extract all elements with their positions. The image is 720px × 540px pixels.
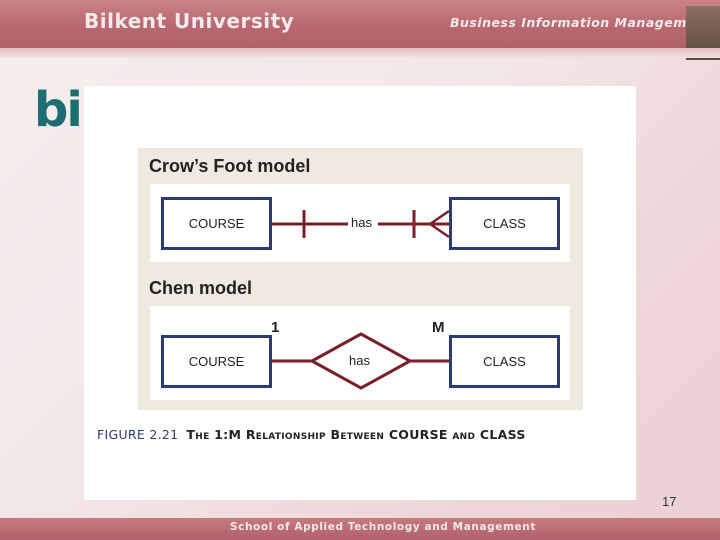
department-title: Business Information Management — [450, 15, 712, 30]
figure-number: FIGURE 2.21 — [97, 427, 179, 442]
chen-title: Chen model — [149, 278, 253, 298]
crows-foot-title: Crow’s Foot model — [149, 156, 311, 176]
university-title: Bilkent University — [84, 9, 295, 33]
chen-class-entity: CLASS — [449, 335, 560, 388]
figure-caption: FIGURE 2.21 The 1:M Relationship Between … — [97, 427, 526, 442]
chen-relationship-diamond — [308, 332, 414, 390]
slide-number: 17 — [662, 494, 677, 509]
chen-cardinality-many: M — [432, 319, 445, 336]
crows-foot-course-entity: COURSE — [161, 197, 272, 250]
chen-cardinality-one: 1 — [271, 319, 280, 336]
footer-text: School of Applied Technology and Managem… — [230, 521, 536, 533]
crows-foot-fork-bottom — [429, 222, 450, 239]
footer-bar — [0, 518, 720, 540]
crows-foot-fork-top — [429, 209, 450, 226]
crows-foot-relationship-label: has — [351, 215, 372, 230]
figure-title: The 1:M Relationship Between COURSE and … — [186, 427, 526, 442]
crows-foot-class-entity: CLASS — [449, 197, 560, 250]
chen-relationship-label: has — [349, 353, 370, 368]
header-stripe — [0, 48, 720, 58]
chen-course-entity: COURSE — [161, 335, 272, 388]
